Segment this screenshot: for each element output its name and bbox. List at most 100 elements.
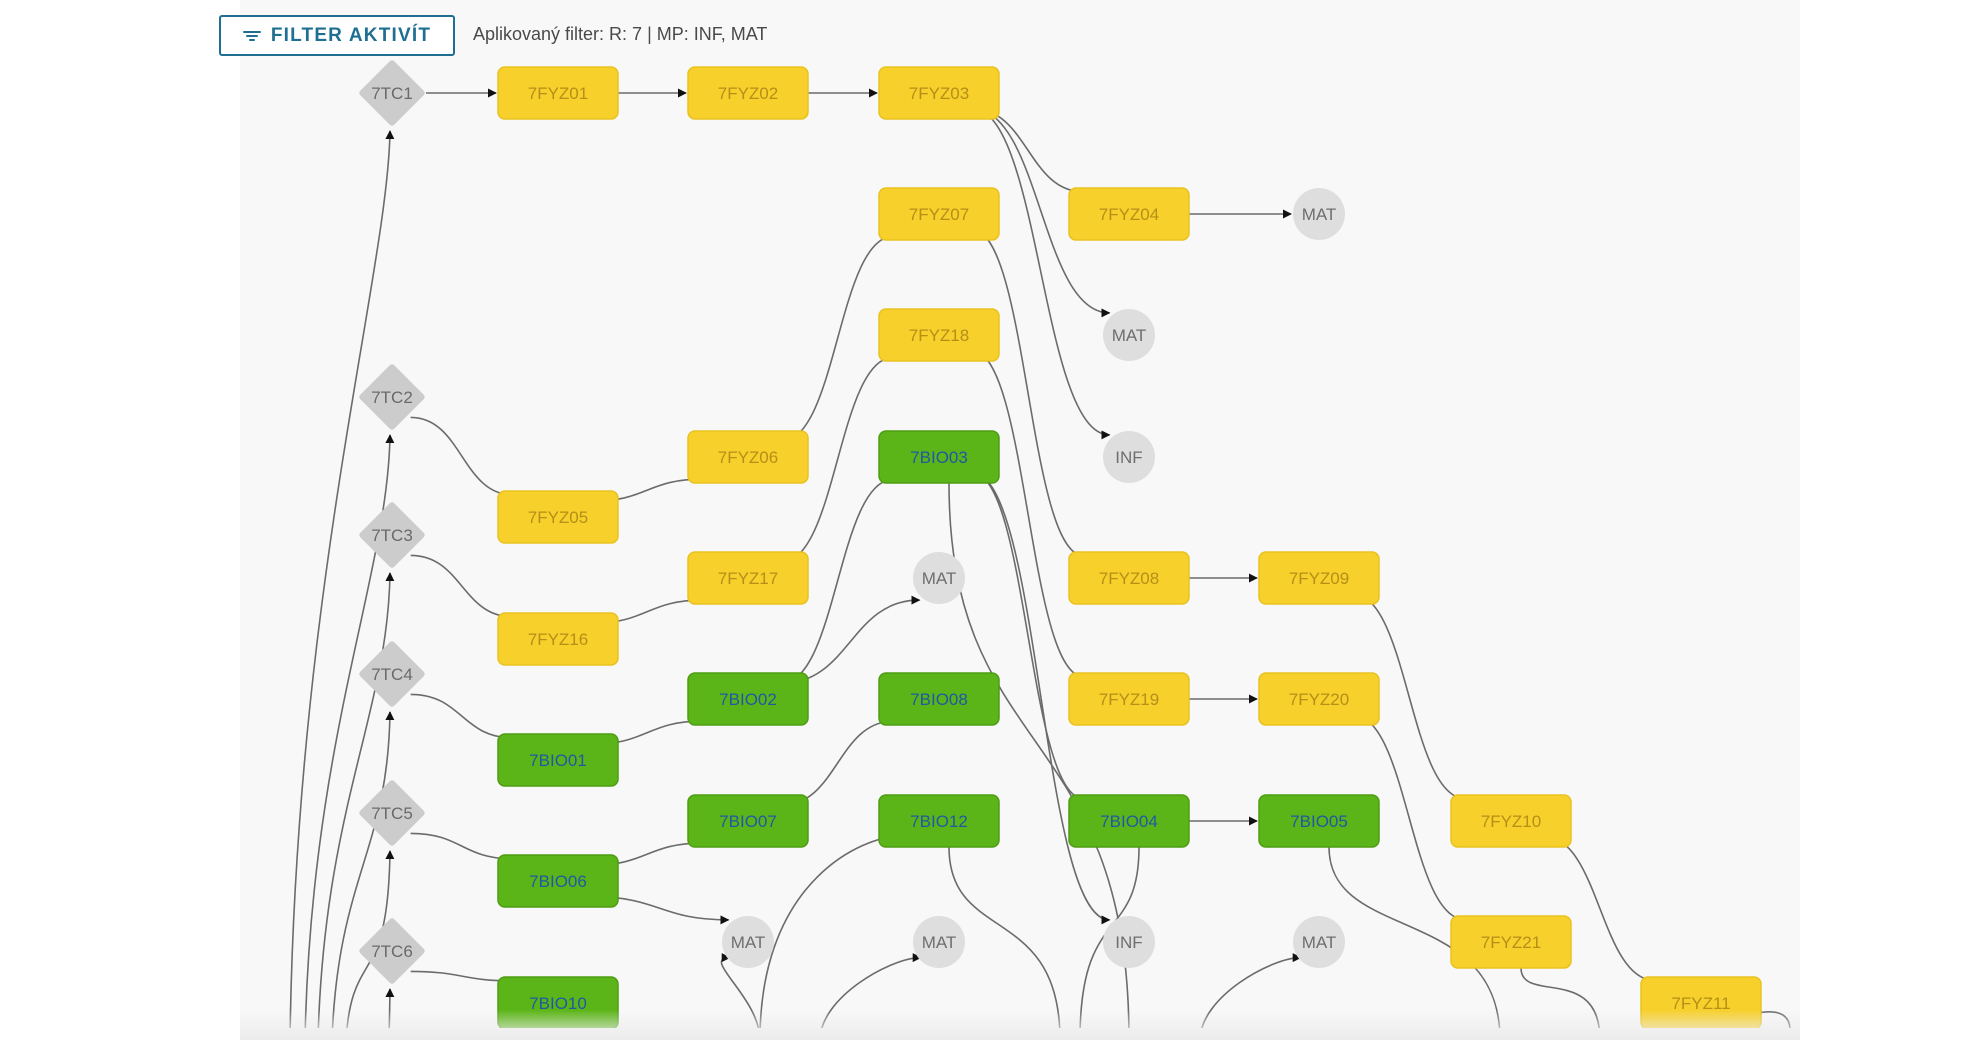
edge-incoming-7bio12-2 [759,832,898,1028]
edge-incoming-mat-e-1 [821,953,922,1028]
node-box [687,430,809,484]
filter-lines-icon [242,30,261,42]
node-label: 7TC3 [371,526,413,545]
node-label: MAT [1112,326,1147,345]
activity-node-7fyz18[interactable]: 7FYZ18 [878,308,1000,362]
activity-node-7fyz05[interactable]: 7FYZ05 [497,490,619,544]
filter-activities-button[interactable]: FILTER AKTIVÍT [219,15,455,56]
activity-node-7fyz21[interactable]: 7FYZ21 [1450,915,1572,969]
node-label: 7FYZ11 [1671,994,1730,1013]
node-box [878,672,1000,726]
edge-7bio03-to-7bio04 [971,471,1085,804]
node-box [497,66,619,120]
node-label: 7TC1 [371,84,413,103]
activity-node-7bio08[interactable]: 7BIO08 [878,672,1000,726]
activity-node-7fyz20[interactable]: 7FYZ20 [1258,672,1380,726]
node-box [1450,915,1572,969]
activity-node-7fyz06[interactable]: 7FYZ06 [687,430,809,484]
filter-button-label: FILTER AKTIVÍT [270,24,432,46]
topic-diamond-7tc5[interactable]: 7TC5 [358,779,426,847]
activity-node-7bio12[interactable]: 7BIO12 [878,794,1000,848]
node-label: MAT [731,933,766,952]
activity-node-7fyz10[interactable]: 7FYZ10 [1450,794,1572,848]
node-label: 7BIO03 [910,448,968,467]
diamond-shape [359,918,425,984]
node-label: 7FYZ18 [909,326,969,345]
node-label: 7FYZ10 [1481,812,1541,831]
circle-shape [1103,431,1155,483]
node-label: 7BIO01 [529,751,587,770]
node-box [878,430,1000,484]
node-box [878,794,1000,848]
subject-circle-mat-a[interactable]: MAT [1293,188,1345,240]
activity-node-7fyz08[interactable]: 7FYZ08 [1068,551,1190,605]
node-label: INF [1115,448,1142,467]
node-label: 7FYZ03 [909,84,969,103]
node-label: INF [1115,933,1142,952]
edge-into-7tc6 [385,988,395,1028]
node-label: 7FYZ02 [718,84,778,103]
activity-node-7bio05[interactable]: 7BIO05 [1258,794,1380,848]
activity-node-7bio03[interactable]: 7BIO03 [878,430,1000,484]
activity-node-7fyz03[interactable]: 7FYZ03 [878,66,1000,120]
subject-circle-mat-f[interactable]: MAT [1293,916,1345,968]
node-box [497,854,619,908]
circle-shape [1103,309,1155,361]
activity-node-7fyz07[interactable]: 7FYZ07 [878,187,1000,241]
edge-7fyz03-to-inf-a [971,107,1111,440]
node-box [1068,187,1190,241]
circle-shape [913,552,965,604]
edge-incoming-mat-d-0 [720,953,760,1028]
activity-node-7bio02[interactable]: 7BIO02 [687,672,809,726]
circle-shape [1293,188,1345,240]
subject-circle-inf-a[interactable]: INF [1103,431,1155,483]
subject-circle-mat-b[interactable]: MAT [1103,309,1155,361]
subject-circle-mat-c[interactable]: MAT [913,552,965,604]
activity-node-7fyz19[interactable]: 7FYZ19 [1068,672,1190,726]
edge-7tc4-to-7bio01 [410,693,514,743]
edge-into-7tc4 [331,711,395,1028]
edge-7fyz07-to-7fyz08 [971,228,1085,561]
activity-node-7bio04[interactable]: 7BIO04 [1068,794,1190,848]
node-label: 7FYZ06 [718,448,778,467]
node-box [1258,794,1380,848]
node-box [878,187,1000,241]
circle-shape [913,916,965,968]
activity-node-7bio06[interactable]: 7BIO06 [497,854,619,908]
subject-circle-mat-e[interactable]: MAT [913,916,965,968]
topic-diamond-7tc3[interactable]: 7TC3 [358,501,426,569]
activity-node-7fyz16[interactable]: 7FYZ16 [497,612,619,666]
node-box [1068,551,1190,605]
activity-node-7bio01[interactable]: 7BIO01 [497,733,619,787]
subject-circle-inf-b[interactable]: INF [1103,916,1155,968]
node-label: 7BIO12 [910,812,968,831]
node-label: 7FYZ16 [528,630,588,649]
node-box [497,612,619,666]
topic-diamond-7tc4[interactable]: 7TC4 [358,640,426,708]
topic-diamond-7tc6[interactable]: 7TC6 [358,917,426,985]
subject-circle-mat-d[interactable]: MAT [722,916,774,968]
node-label: 7FYZ05 [528,508,588,527]
activity-node-7fyz09[interactable]: 7FYZ09 [1258,551,1380,605]
diamond-shape [359,60,425,126]
edge-offscreen-7bio12-4 [948,846,1061,1028]
node-label: 7BIO07 [719,812,777,831]
activity-node-7fyz01[interactable]: 7FYZ01 [497,66,619,120]
node-box [878,308,1000,362]
node-label: 7TC5 [371,804,413,823]
diamond-shape [359,502,425,568]
edge-into-7tc3 [317,572,395,1028]
activity-node-7fyz17[interactable]: 7FYZ17 [687,551,809,605]
activity-node-7fyz02[interactable]: 7FYZ02 [687,66,809,120]
activity-node-7fyz04[interactable]: 7FYZ04 [1068,187,1190,241]
node-label: 7BIO02 [719,690,777,709]
topic-diamond-7tc1[interactable]: 7TC1 [358,59,426,127]
activity-node-7bio07[interactable]: 7BIO07 [687,794,809,848]
activity-node-7fyz11[interactable]: 7FYZ11 [1640,976,1762,1029]
activity-node-7bio10[interactable]: 7BIO10 [497,976,619,1029]
node-box [497,490,619,544]
topic-diamond-7tc2[interactable]: 7TC2 [358,363,426,431]
edge-7tc5-to-7bio06 [410,832,514,864]
